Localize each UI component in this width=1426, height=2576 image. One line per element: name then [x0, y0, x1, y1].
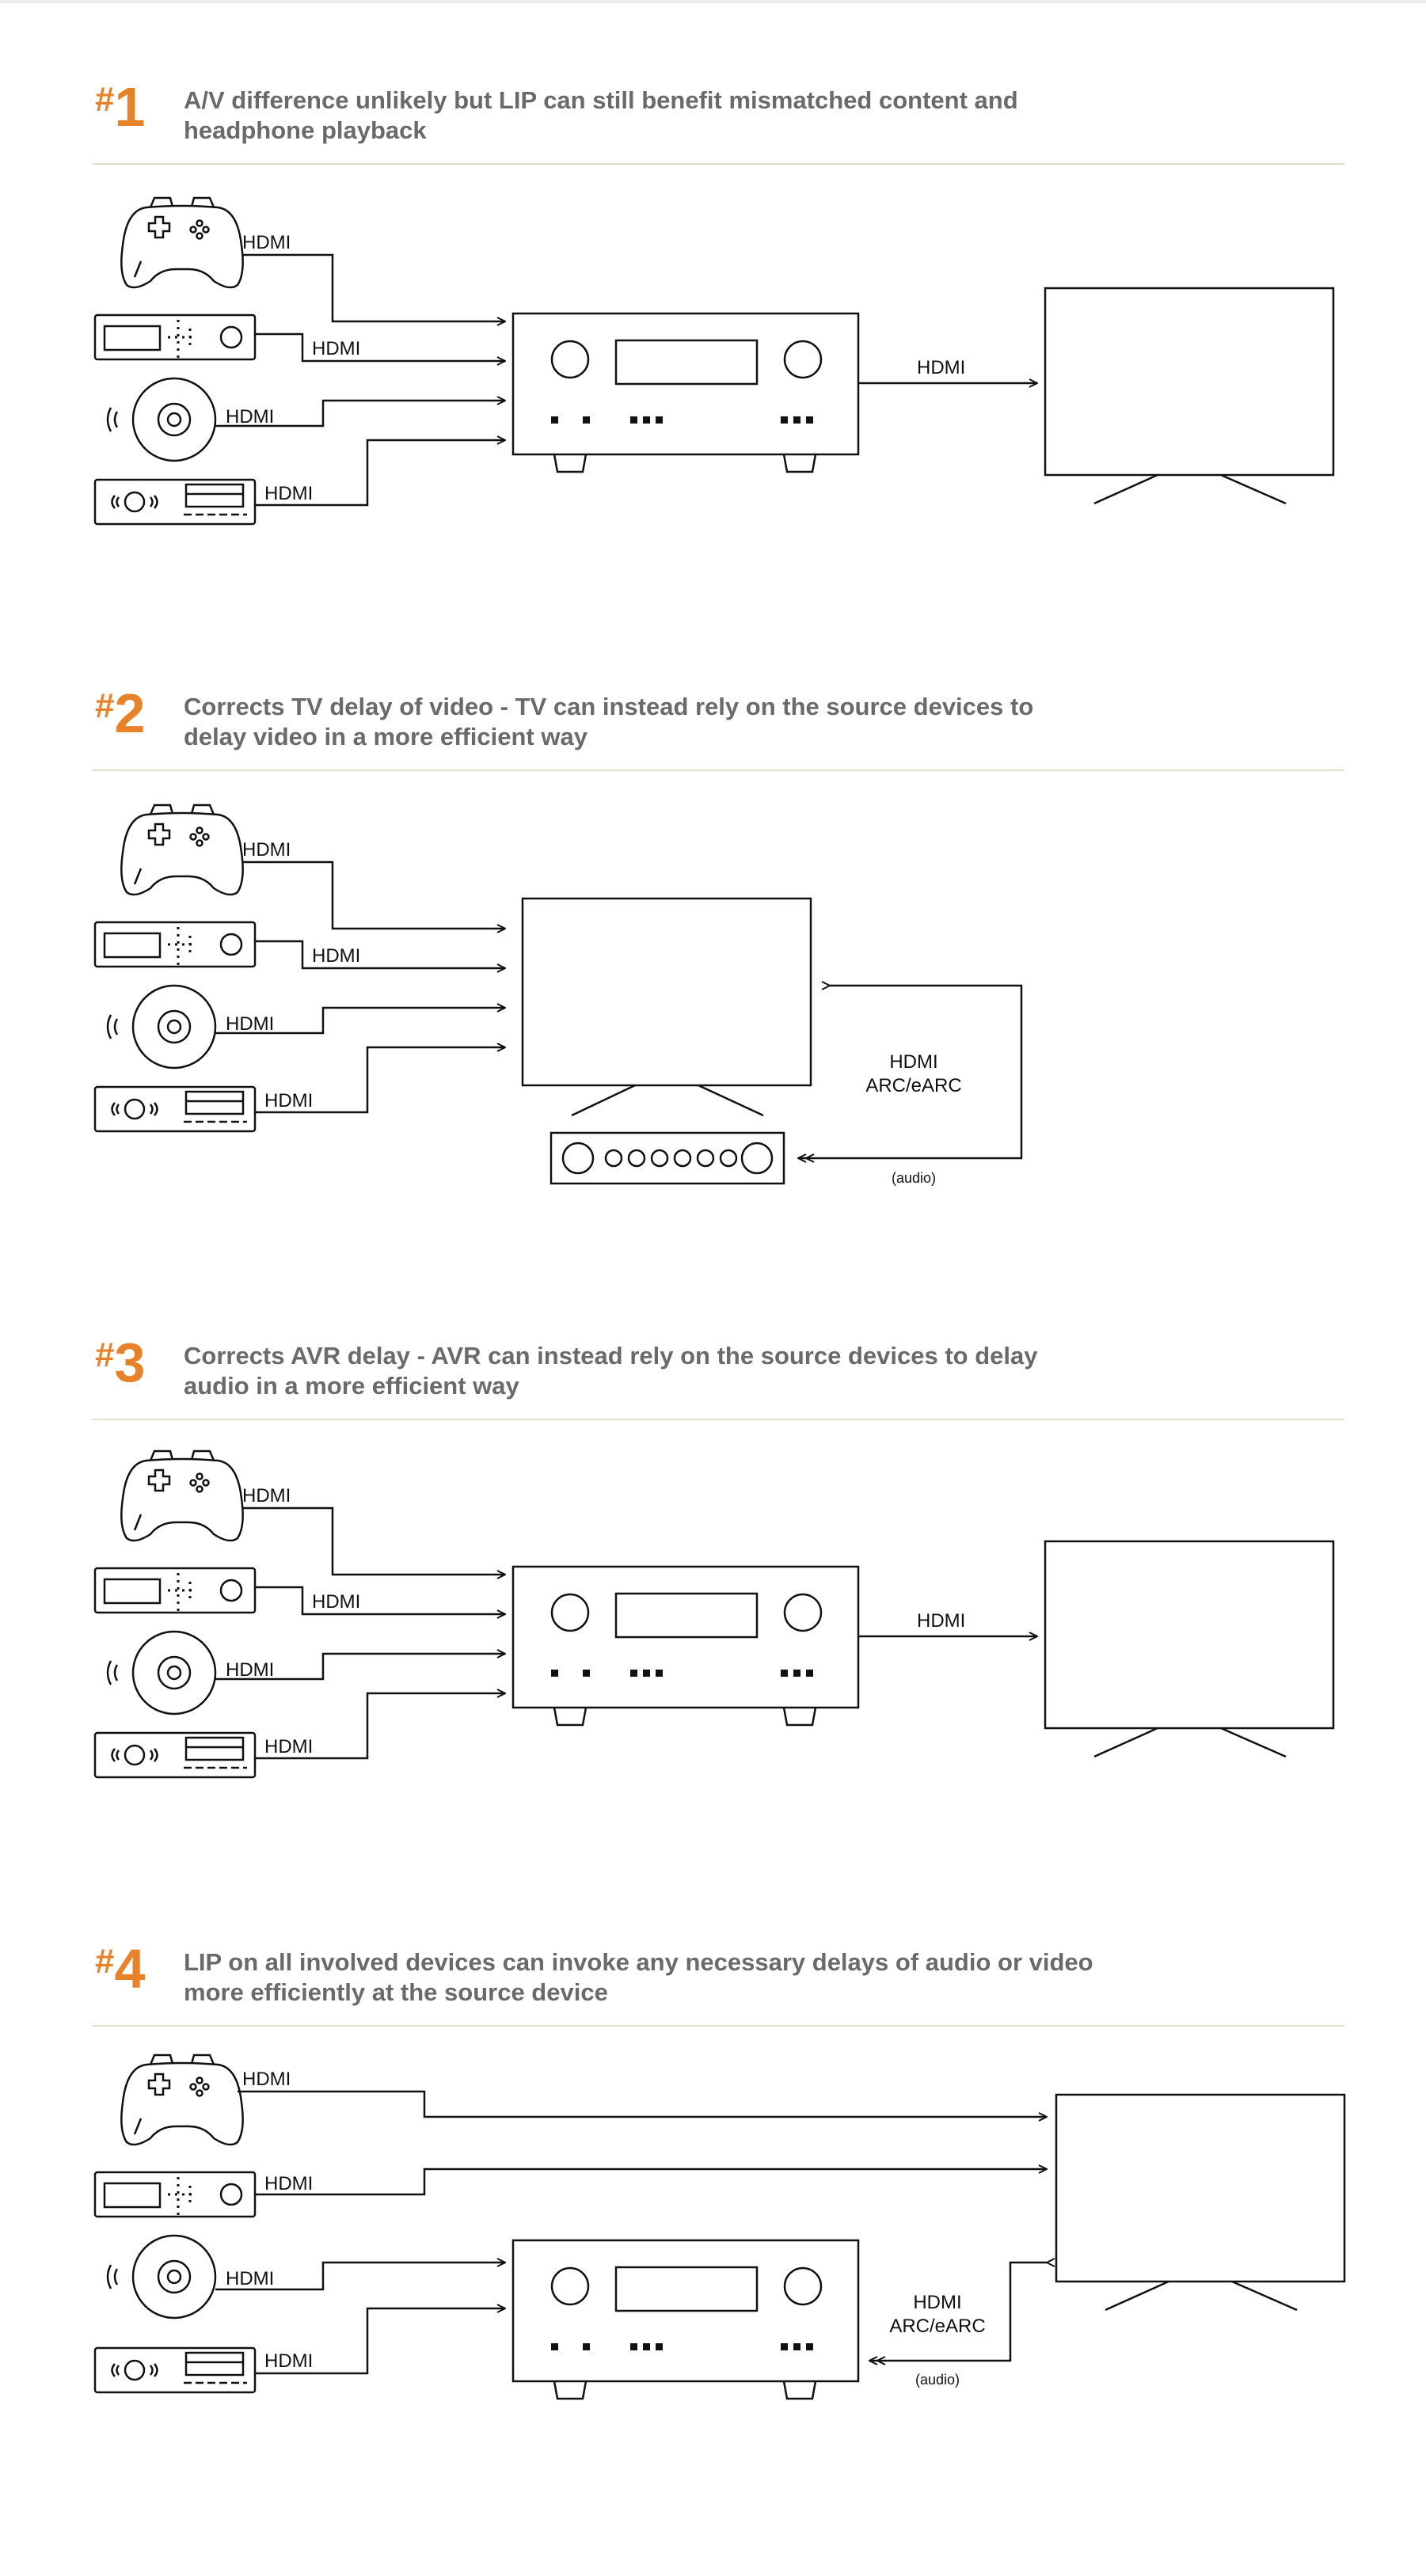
hdmi-label: HDMI	[264, 483, 313, 504]
divider	[92, 163, 1344, 165]
section-title: Corrects TV delay of video - TV can inst…	[184, 693, 1034, 750]
arc-link	[869, 2263, 1047, 2361]
arc-label: HDMI	[889, 1051, 937, 1073]
divider	[92, 1419, 1344, 1420]
receiver-link	[255, 440, 505, 507]
disc-player-icon	[106, 2234, 217, 2320]
section-number: #1	[95, 76, 146, 138]
disc-link	[215, 1008, 505, 1035]
streaming-box-icon	[93, 2171, 257, 2218]
receiver-link	[255, 1693, 505, 1760]
disc-player-icon	[106, 1630, 217, 1715]
game-controller-icon	[120, 804, 244, 896]
section-number: #2	[95, 682, 146, 744]
hdmi-label: HDMI	[226, 2268, 274, 2289]
section-title: LIP on all involved devices can invoke a…	[184, 1948, 1093, 2006]
diagram-3: HDMI HDMI HDMI HDMI HDMI	[93, 1449, 1335, 1779]
diagram-2: HDMI HDMI HDMI HDMI HDMI ARC/eARC (audio…	[93, 804, 1023, 1186]
section-number: #4	[95, 1938, 146, 2000]
hdmi-label: HDMI	[264, 2173, 313, 2194]
hdmi-label: HDMI	[312, 1591, 360, 1613]
hdmi-label: HDMI	[242, 232, 291, 253]
game-controller-icon	[120, 2054, 244, 2146]
av-receiver-icon	[511, 2239, 860, 2400]
streaming-box-icon	[93, 1567, 257, 1614]
streamer-link	[255, 1586, 505, 1614]
hdmi-label: HDMI	[917, 1610, 965, 1632]
streaming-box-icon	[93, 921, 257, 968]
hdmi-label: HDMI	[312, 945, 360, 967]
streaming-box-icon	[93, 313, 257, 361]
diagram-1: HDMI HDMI HDMI HDMI HDMI	[93, 196, 1335, 526]
arc-label: ARC/eARC	[889, 2316, 985, 2337]
receiver-box-icon	[93, 2346, 257, 2394]
receiver-link	[255, 2308, 505, 2375]
disc-player-icon	[106, 984, 217, 1070]
gamepad-link	[241, 861, 505, 929]
av-receiver-icon	[511, 1565, 860, 1727]
receiver-box-icon	[93, 478, 257, 526]
tv-icon	[521, 897, 812, 1117]
hdmi-label: HDMI	[264, 2350, 313, 2372]
audio-label: (audio)	[892, 1170, 936, 1186]
hdmi-label: HDMI	[226, 1013, 274, 1035]
hdmi-label: HDMI	[242, 1485, 291, 1506]
disc-link	[215, 1654, 505, 1681]
tv-icon	[1044, 1540, 1335, 1758]
streamer-link	[255, 940, 505, 968]
streamer-link	[255, 2169, 1047, 2196]
section-title: Corrects AVR delay - AVR can instead rel…	[184, 1342, 1038, 1400]
top-border	[0, 0, 1426, 3]
gamepad-link	[238, 2090, 1047, 2117]
arc-label: HDMI	[913, 2292, 961, 2313]
disc-player-icon	[106, 377, 217, 462]
av-receiver-icon	[511, 312, 860, 473]
receiver-box-icon	[93, 1085, 257, 1133]
hdmi-label: HDMI	[242, 2069, 291, 2090]
tv-icon	[1044, 287, 1335, 505]
hdmi-label: HDMI	[242, 839, 291, 861]
hdmi-label: HDMI	[226, 1659, 274, 1681]
arc-label: ARC/eARC	[865, 1075, 961, 1096]
gamepad-link	[241, 1506, 505, 1575]
disc-link	[215, 2263, 505, 2291]
receiver-link	[255, 1047, 505, 1114]
arc-link	[798, 986, 1023, 1158]
divider	[92, 769, 1344, 771]
soundbar-icon	[549, 1131, 785, 1185]
hdmi-label: HDMI	[264, 1736, 313, 1757]
hdmi-label: HDMI	[264, 1090, 313, 1111]
game-controller-icon	[120, 1449, 244, 1542]
gamepad-link	[241, 253, 505, 321]
receiver-box-icon	[93, 1731, 257, 1779]
diagram-4: HDMI HDMI HDMI HDMI HDMI ARC/eARC (audio…	[93, 2054, 1346, 2400]
hdmi-label: HDMI	[917, 357, 965, 378]
game-controller-icon	[120, 196, 244, 289]
section-number: #3	[95, 1332, 146, 1393]
streamer-link	[255, 332, 505, 361]
tv-icon	[1055, 2093, 1346, 2312]
section-title: A/V difference unlikely but LIP can stil…	[184, 86, 1018, 144]
hdmi-label: HDMI	[312, 338, 360, 359]
audio-label: (audio)	[915, 2372, 960, 2388]
disc-link	[215, 401, 505, 427]
divider	[92, 2025, 1344, 2027]
hdmi-label: HDMI	[226, 406, 274, 427]
